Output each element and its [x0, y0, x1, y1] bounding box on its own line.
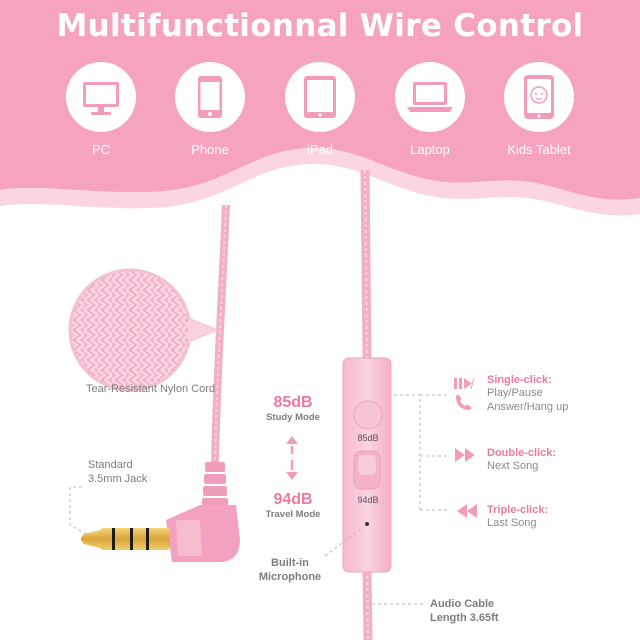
function-title: Single-click: [487, 374, 552, 386]
ipad-icon [285, 62, 355, 132]
pc-icon [66, 62, 136, 132]
function-double-click: Double-click: Next Song [487, 447, 556, 473]
device-phone: Phone [165, 62, 255, 157]
kids-tablet-icon [504, 62, 574, 132]
cable-length-label: Audio Cable Length 3.65ft [430, 597, 498, 625]
next-song-icon [455, 448, 475, 462]
jack-label-line1: Standard [88, 459, 133, 471]
travel-mode-label: Travel Mode [265, 509, 321, 520]
jack-label: Standard 3.5mm Jack [88, 458, 147, 486]
jack-label-line2: 3.5mm Jack [88, 473, 148, 485]
travel-mode-value: 94dB [273, 491, 313, 508]
device-label: iPad [306, 142, 334, 157]
function-single-click: Single-click: Play/Pause Answer/Hang up [487, 374, 568, 414]
study-mode-label: Study Mode [266, 412, 320, 423]
device-label: Laptop [410, 142, 450, 157]
function-triple-click: Triple-click: Last Song [487, 504, 548, 530]
function-title: Triple-click: [487, 504, 549, 516]
main-title: Multifunctionnal Wire Control [56, 8, 584, 44]
device-kids-tablet: Kids Tablet [494, 62, 584, 157]
laptop-icon [395, 62, 465, 132]
device-label: Phone [191, 142, 229, 157]
mic-label-line2: Microphone [258, 571, 322, 583]
function-line: Next Song [487, 460, 539, 472]
remote-bottom-button-label: 94dB [357, 495, 379, 505]
study-mode-value: 85dB [273, 394, 313, 411]
cable-label-line1: Audio Cable [430, 598, 495, 610]
device-label: Kids Tablet [507, 142, 571, 157]
device-ipad: iPad [275, 62, 365, 157]
function-line: Play/Pause [487, 387, 543, 399]
cable-label-line2: Length 3.65ft [430, 612, 499, 624]
phone-icon [175, 62, 245, 132]
function-line: Answer/Hang up [487, 401, 569, 413]
mic-label: Built-in Microphone [254, 556, 326, 584]
function-title: Double-click: [487, 447, 557, 459]
remote-top-button-label: 85dB [357, 433, 379, 443]
study-mode: 85dB Study Mode [262, 394, 324, 423]
last-song-icon [457, 504, 477, 518]
play-pause-call-icon [454, 377, 475, 410]
device-label: PC [91, 142, 111, 157]
nylon-cord-label: Tear-Resistant Nylon Cord [86, 383, 215, 395]
travel-mode: 94dB Travel Mode [262, 491, 324, 520]
device-pc: PC [56, 62, 146, 157]
function-line: Last Song [487, 517, 537, 529]
mic-label-line1: Built-in [271, 557, 309, 569]
device-laptop: Laptop [385, 62, 475, 157]
